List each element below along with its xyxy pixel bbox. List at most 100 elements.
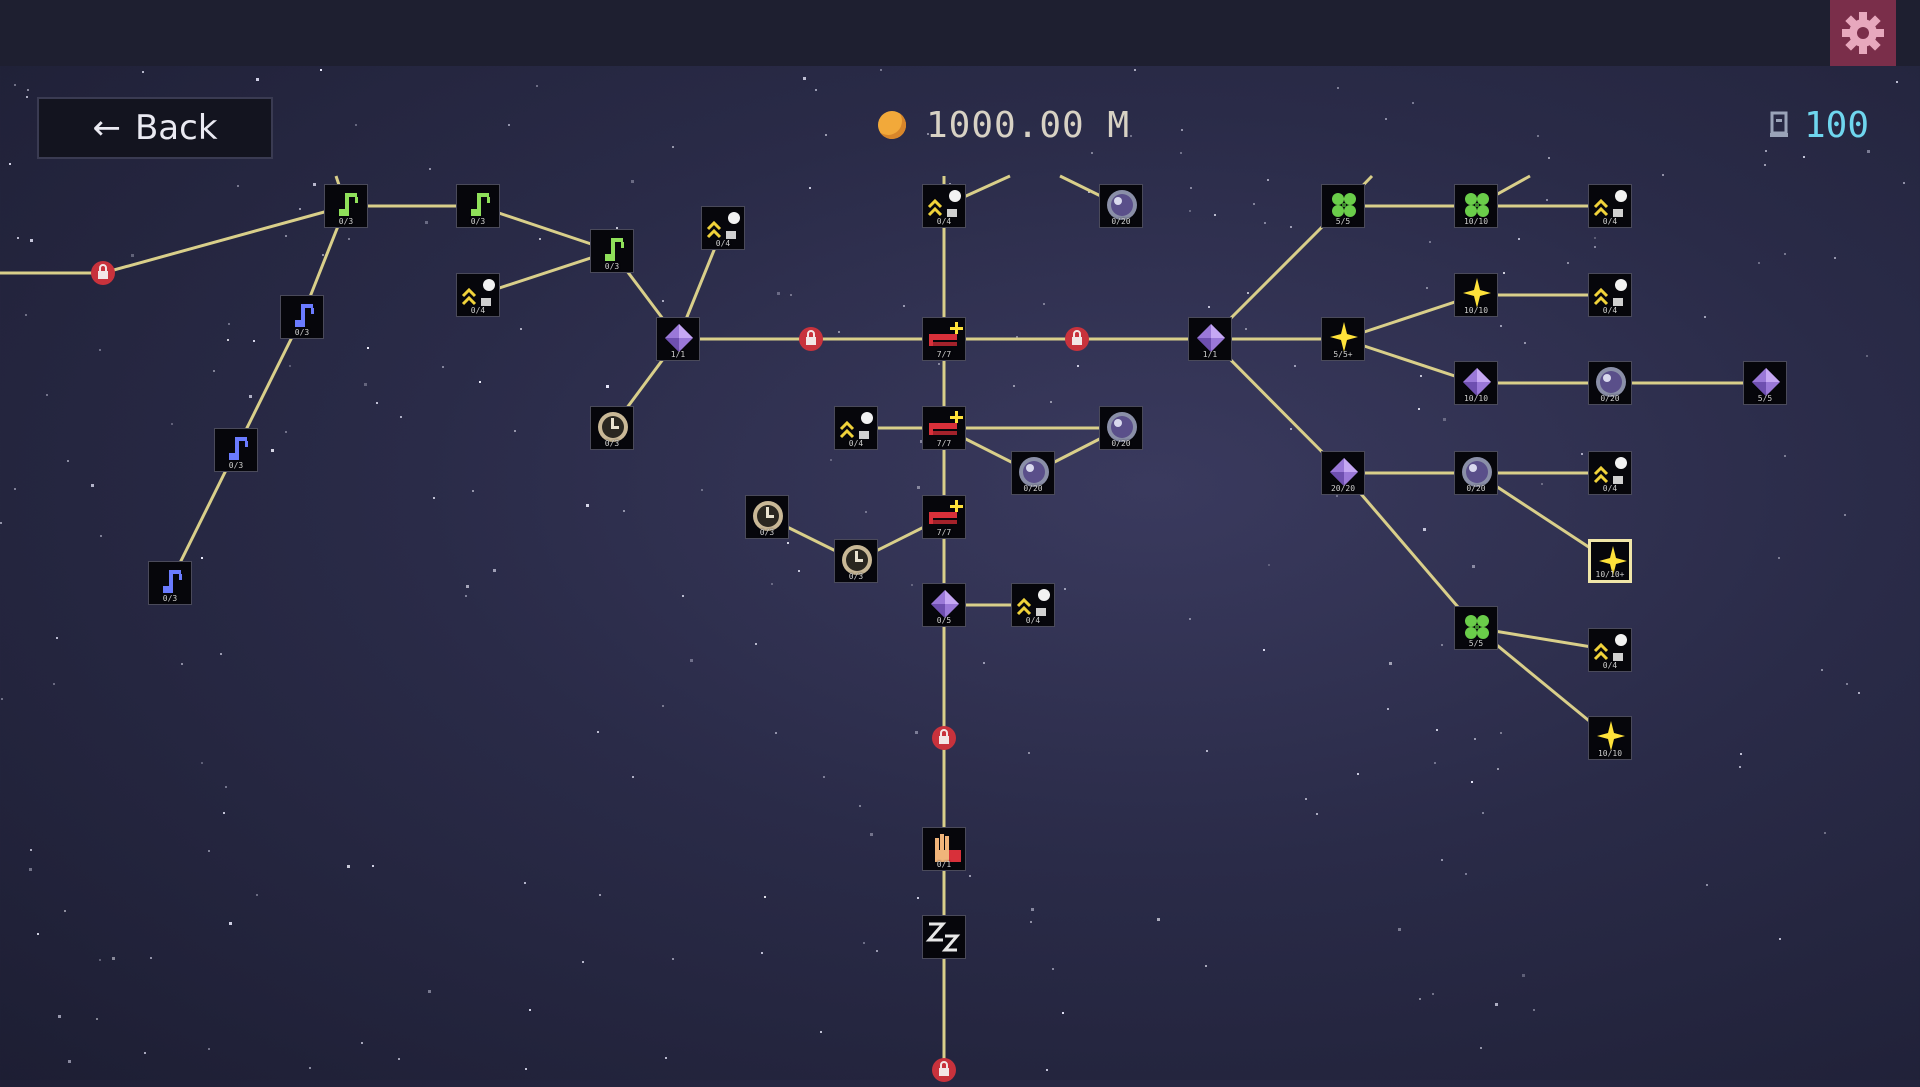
skill-node[interactable]: 0/20	[1588, 361, 1632, 405]
lock-icon[interactable]	[931, 725, 957, 751]
skill-node[interactable]: 0/4	[1588, 273, 1632, 317]
lock-icon[interactable]	[1064, 326, 1090, 352]
skill-node[interactable]: 5/5	[1321, 184, 1365, 228]
star	[920, 440, 923, 443]
star	[1091, 152, 1093, 154]
star	[1500, 325, 1502, 327]
skill-node[interactable]: 1/1	[656, 317, 700, 361]
skill-node[interactable]: 0/3	[280, 295, 324, 339]
star	[1432, 993, 1434, 995]
star	[1316, 813, 1318, 815]
skill-node[interactable]: 0/20	[1099, 184, 1143, 228]
star	[1016, 336, 1018, 338]
skill-node[interactable]: 10/10	[1454, 361, 1498, 405]
star	[201, 762, 203, 764]
skill-node[interactable]: 5/5	[1743, 361, 1787, 405]
skill-node-level: 7/7	[936, 350, 952, 359]
skill-node[interactable]: 0/4	[701, 206, 745, 250]
star	[285, 431, 287, 433]
star	[672, 958, 674, 960]
star	[56, 637, 58, 639]
lock-icon[interactable]	[90, 260, 116, 286]
skill-node-level: 0/3	[470, 217, 486, 226]
star	[1389, 662, 1392, 665]
star	[1043, 303, 1045, 305]
connection-line	[234, 316, 304, 451]
skill-node[interactable]: 0/4	[1588, 184, 1632, 228]
skill-node[interactable]: 1/1	[1188, 317, 1232, 361]
skill-node[interactable]: 0/4	[834, 406, 878, 450]
star	[508, 124, 510, 126]
skill-node[interactable]: 0/1	[922, 827, 966, 871]
star	[1821, 669, 1823, 671]
star	[144, 1052, 146, 1054]
skill-node-level: 10/10+	[1595, 570, 1625, 579]
star	[915, 731, 918, 734]
skill-node[interactable]: 0/4	[1588, 628, 1632, 672]
skill-node[interactable]: 20/20	[1321, 451, 1365, 495]
star	[690, 659, 693, 662]
skill-node[interactable]: 10/10	[1454, 273, 1498, 317]
skill-node[interactable]: 0/4	[1588, 451, 1632, 495]
skill-node[interactable]: 7/7	[922, 495, 966, 539]
star	[1294, 365, 1296, 367]
star	[1077, 365, 1079, 367]
skill-node[interactable]: 0/3	[590, 406, 634, 450]
skill-node[interactable]: 0/3	[214, 428, 258, 472]
skill-node[interactable]: 0/20	[1011, 451, 1055, 495]
star	[1052, 968, 1054, 970]
star	[208, 1048, 210, 1050]
skill-node[interactable]: 5/5+	[1321, 317, 1365, 361]
star	[309, 1067, 311, 1069]
skill-node[interactable]: 7/7	[922, 317, 966, 361]
skill-node[interactable]: 0/4	[922, 184, 966, 228]
skill-node[interactable]: 5/5	[1454, 606, 1498, 650]
skill-node[interactable]: 0/4	[456, 273, 500, 317]
skill-node[interactable]	[922, 915, 966, 959]
star	[539, 238, 541, 240]
skill-node-level: 20/20	[1330, 484, 1356, 493]
star	[1290, 428, 1292, 430]
skill-node-level: 0/1	[936, 860, 952, 869]
star	[1594, 246, 1596, 248]
skill-node[interactable]: 0/20	[1454, 451, 1498, 495]
skill-node[interactable]: 0/3	[148, 561, 192, 605]
lock-icon[interactable]	[798, 326, 824, 352]
lock-icon[interactable]	[931, 1057, 957, 1083]
skill-node[interactable]: 0/3	[456, 184, 500, 228]
star	[599, 894, 601, 896]
star	[1290, 226, 1292, 228]
settings-button[interactable]	[1830, 0, 1896, 66]
back-label: Back	[134, 108, 218, 148]
star	[1426, 287, 1428, 289]
star	[1336, 495, 1338, 497]
star	[631, 180, 634, 183]
star	[64, 910, 66, 912]
star	[1387, 708, 1389, 710]
skill-node[interactable]: 0/3	[324, 184, 368, 228]
skill-node[interactable]: 10/10+	[1588, 539, 1632, 583]
star	[1398, 928, 1401, 931]
star	[322, 254, 324, 256]
skill-node[interactable]: 0/3	[745, 495, 789, 539]
star	[256, 894, 258, 896]
skill-node[interactable]: 0/5	[922, 583, 966, 627]
skill-node-level: 0/3	[604, 262, 620, 271]
skill-node-level: 0/4	[1602, 306, 1618, 315]
star	[755, 643, 757, 645]
skill-point-icon	[1770, 111, 1788, 137]
skill-node[interactable]: 7/7	[922, 406, 966, 450]
skill-node[interactable]: 10/10	[1454, 184, 1498, 228]
skill-node[interactable]: 0/3	[590, 229, 634, 273]
back-button[interactable]: ← Back	[37, 97, 273, 159]
skill-node[interactable]: 0/4	[1011, 583, 1055, 627]
star	[514, 430, 516, 432]
skill-node[interactable]: 0/20	[1099, 406, 1143, 450]
star	[1474, 738, 1476, 740]
skill-node[interactable]: 10/10	[1588, 716, 1632, 760]
star	[1533, 1009, 1535, 1011]
skill-node-level: 0/4	[848, 439, 864, 448]
skill-node[interactable]: 0/3	[834, 539, 878, 583]
star	[1480, 1047, 1482, 1049]
